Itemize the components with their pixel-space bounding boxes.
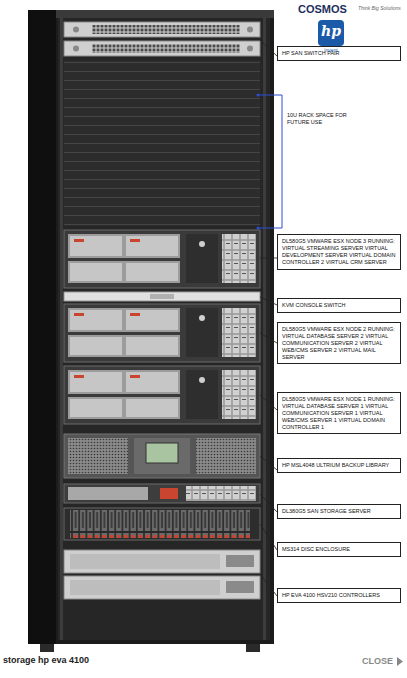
callout-text: MS314 DISC ENCLOSURE xyxy=(282,546,396,553)
callout-text: DL580G5 VMWARE ESX NODE 1 RUNNING: VIRTU… xyxy=(282,396,396,430)
callout-box: DL580G5 VMWARE ESX NODE 3 RUNNING: VIRTU… xyxy=(277,234,401,270)
hp-logo: hp xyxy=(318,23,344,39)
callout-box: DL580G5 VMWARE ESX NODE 2 RUNNING: VIRTU… xyxy=(277,322,401,364)
hp-slogan: invent xyxy=(312,47,350,53)
brand-slogan: Think Big Solutions xyxy=(358,6,404,12)
callout-box: MS314 DISC ENCLOSURE xyxy=(277,542,401,557)
callout-text: HP EVA 4100 HSV210 CONTROLLERS xyxy=(282,592,396,599)
brand-logo: COSMOS xyxy=(298,3,358,15)
callout-text: DL580G5 VMWARE ESX NODE 2 RUNNING: VIRTU… xyxy=(282,326,396,360)
callout-box: KVM CONSOLE SWITCH xyxy=(277,298,401,313)
callout-text: HP MSL4048 ULTRIUM BACKUP LIBRARY xyxy=(282,462,396,469)
callout-text: DL580G5 VMWARE ESX NODE 3 RUNNING: VIRTU… xyxy=(282,238,396,266)
callout-box: HP MSL4048 ULTRIUM BACKUP LIBRARY xyxy=(277,458,401,473)
callout-box: DL380G5 SAN STORAGE SERVER xyxy=(277,504,401,519)
callout-box: DL580G5 VMWARE ESX NODE 1 RUNNING: VIRTU… xyxy=(277,392,401,434)
rack-space-note: 10U RACK SPACE FOR FUTURE USE xyxy=(287,112,353,126)
close-button: CLOSE xyxy=(362,656,396,666)
callout-text: DL380G5 SAN STORAGE SERVER xyxy=(282,508,396,515)
callout-text: KVM CONSOLE SWITCH xyxy=(282,302,396,309)
callout-text: HP SAN SWITCH PAIR xyxy=(282,50,396,57)
caption: storage hp eva 4100 xyxy=(3,655,203,665)
callout-box: HP SAN SWITCH PAIR xyxy=(277,46,401,61)
callout-box: HP EVA 4100 HSV210 CONTROLLERS xyxy=(277,588,401,603)
